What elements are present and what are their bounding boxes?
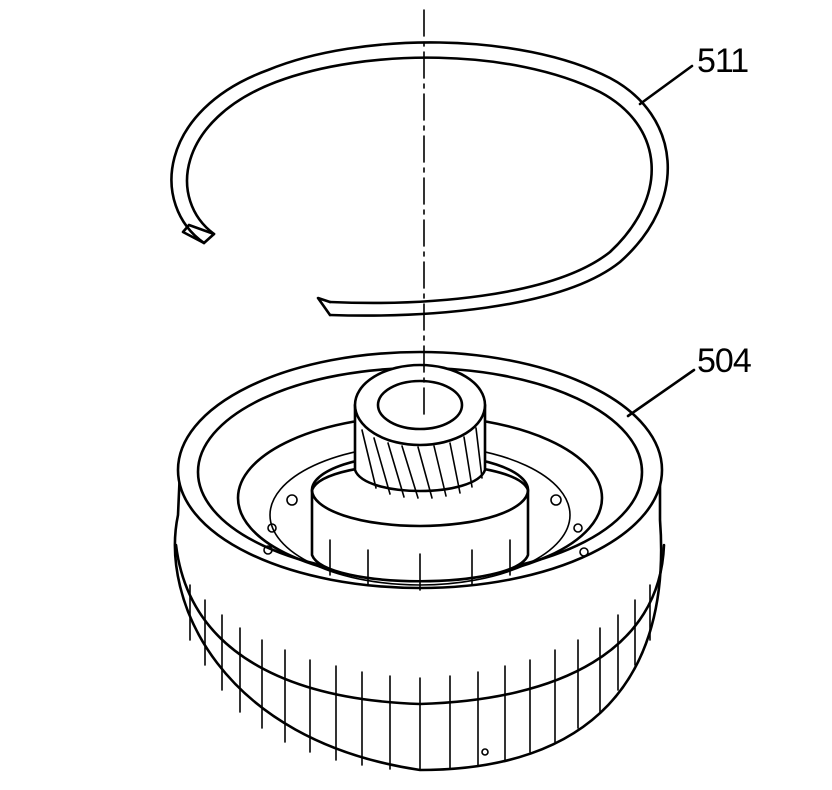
housing-spline-grooves [189,584,651,771]
leader-line-511 [638,64,694,106]
snap-ring-inner-edge [185,56,653,305]
snap-ring-511 [170,41,670,317]
gear-shaft-top [353,363,487,447]
snap-ring-end-left [181,223,216,245]
clutch-housing-504 [173,350,666,772]
leader-line-504 [626,368,696,418]
snap-ring-end-right [316,296,332,317]
gear-teeth [361,427,483,499]
gear-shaft-bore [376,379,464,431]
hub-slots [329,539,511,591]
snap-ring-outer-edge [170,41,670,317]
callout-label-504: 504 [697,342,752,380]
callout-label-511: 511 [697,42,749,80]
